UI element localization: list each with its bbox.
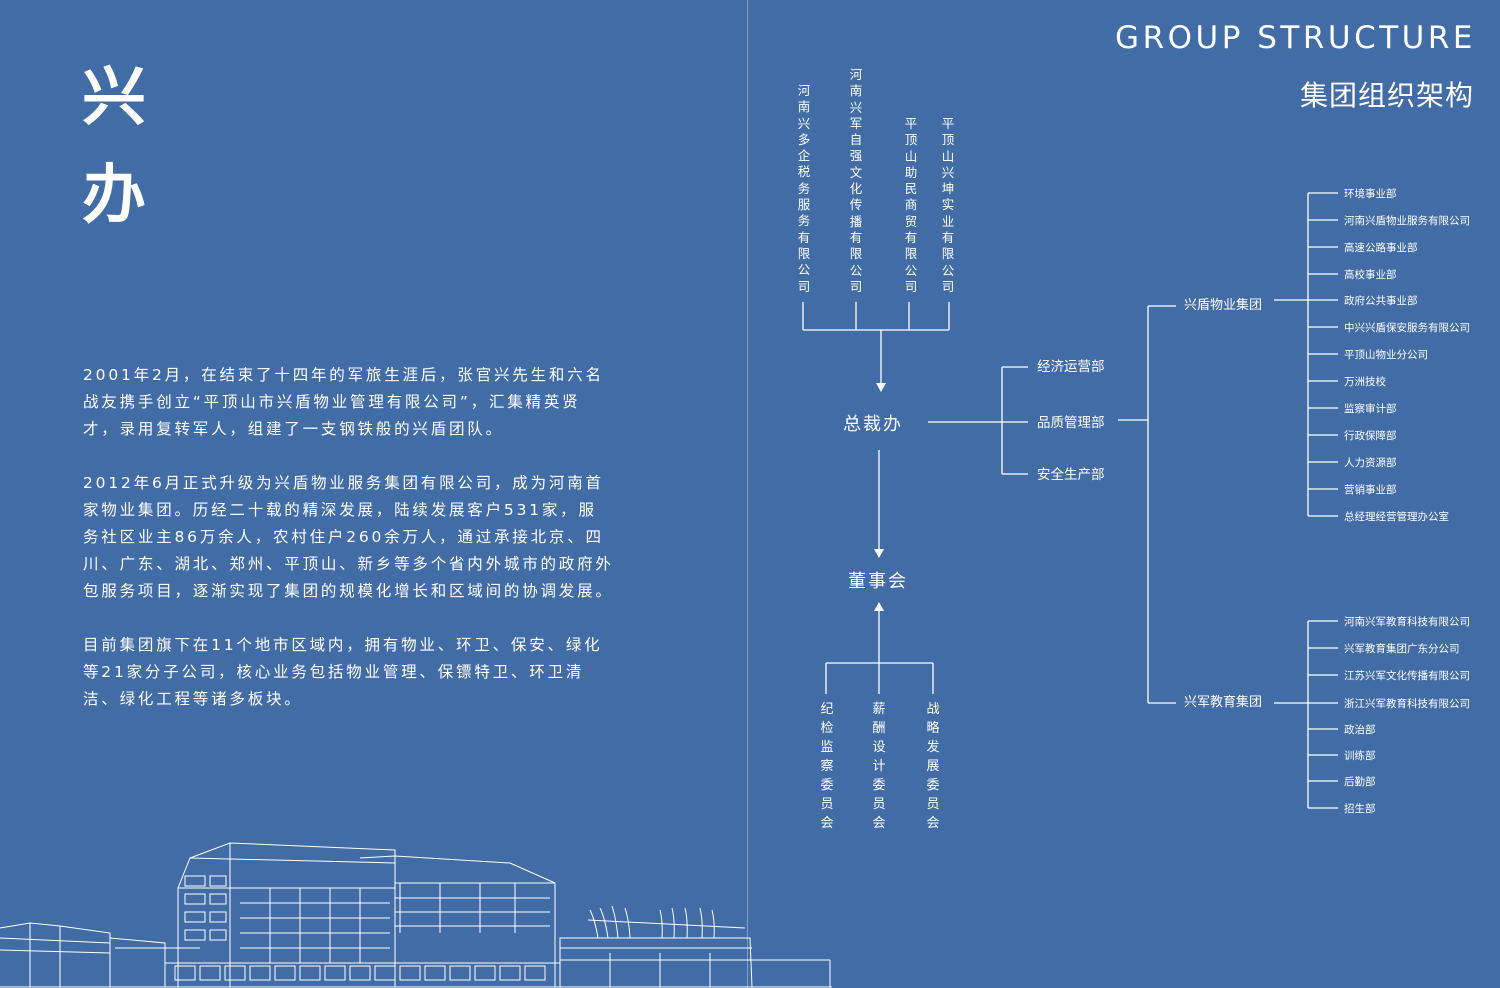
president-office-node: 总裁办 xyxy=(843,414,903,435)
group-node-xingjun: 兴军教育集团 xyxy=(1184,695,1263,710)
subunit-node: 政府公共事业部 xyxy=(1344,295,1418,307)
subunit-node: 河南兴军教育科技有限公司 xyxy=(1344,616,1470,628)
subunit-node: 中兴兴盾保安服务有限公司 xyxy=(1344,322,1470,334)
subunit-node: 行政保障部 xyxy=(1344,430,1397,442)
subunit-node: 政治部 xyxy=(1344,724,1376,736)
subunit-node: 营销事业部 xyxy=(1344,484,1397,496)
subunit-node: 江苏兴军文化传播有限公司 xyxy=(1344,670,1470,682)
subunit-node: 平顶山物业分公司 xyxy=(1344,349,1428,361)
arrow-down-icon xyxy=(874,549,884,558)
subunit-node: 万洲技校 xyxy=(1344,376,1386,388)
subunit-node: 浙江兴军教育科技有限公司 xyxy=(1344,698,1470,710)
page-fold-divider xyxy=(747,0,748,988)
subunit-node: 人力资源部 xyxy=(1344,457,1397,469)
company-node-2: 河南兴军自强文化传播有限公司 xyxy=(849,67,863,294)
arrow-up-icon xyxy=(874,602,884,611)
subunit-node: 高速公路事业部 xyxy=(1344,242,1418,254)
title-char-1: 兴 xyxy=(82,61,146,135)
subunit-node: 总经理经营管理办公室 xyxy=(1344,511,1449,523)
department-node-3: 安全生产部 xyxy=(1037,467,1105,483)
building-line-art-illustration xyxy=(0,842,832,988)
subunit-node: 招生部 xyxy=(1344,803,1376,815)
board-node: 董事会 xyxy=(848,571,908,592)
title-en: GROUP STRUCTURE xyxy=(1115,20,1476,56)
committee-node-3: 战略发展委员会 xyxy=(926,702,940,831)
company-node-3: 平顶山助民商贸有限公司 xyxy=(904,116,918,294)
company-node-4: 平顶山兴坤实业有限公司 xyxy=(941,116,955,294)
title-char-2: 办 xyxy=(82,159,146,233)
company-node-1: 河南兴多企税务服务有限公司 xyxy=(797,83,811,294)
title-cn: 集团组织架构 xyxy=(1299,79,1474,112)
intro-paragraph-1: 2001年2月，在结束了十四年的军旅生涯后，张官兴先生和六名战友携手创立“平顶山… xyxy=(83,366,604,438)
arrow-down-icon xyxy=(876,383,886,392)
intro-paragraph-2: 2012年6月正式升级为兴盾物业服务集团有限公司，成为河南首家物业集团。历经二十… xyxy=(83,474,614,600)
subunit-node: 后勤部 xyxy=(1344,776,1376,788)
subunit-node: 兴军教育集团广东分公司 xyxy=(1344,643,1460,655)
subunit-node: 环境事业部 xyxy=(1344,188,1397,200)
group-node-xingdun: 兴盾物业集团 xyxy=(1184,298,1263,313)
subunit-node: 河南兴盾物业服务有限公司 xyxy=(1344,215,1470,227)
subunit-node: 监察审计部 xyxy=(1344,403,1397,415)
committee-node-2: 薪酬设计委员会 xyxy=(872,702,886,831)
subunit-node: 训练部 xyxy=(1344,750,1376,762)
department-node-1: 经济运营部 xyxy=(1037,359,1105,375)
department-node-2: 品质管理部 xyxy=(1037,415,1105,431)
subunit-node: 高校事业部 xyxy=(1344,269,1397,281)
intro-paragraph-3: 目前集团旗下在11个地市区域内，拥有物业、环卫、保安、绿化等21家分子公司，核心… xyxy=(83,636,603,708)
committee-node-1: 纪检监察委员会 xyxy=(820,702,834,831)
